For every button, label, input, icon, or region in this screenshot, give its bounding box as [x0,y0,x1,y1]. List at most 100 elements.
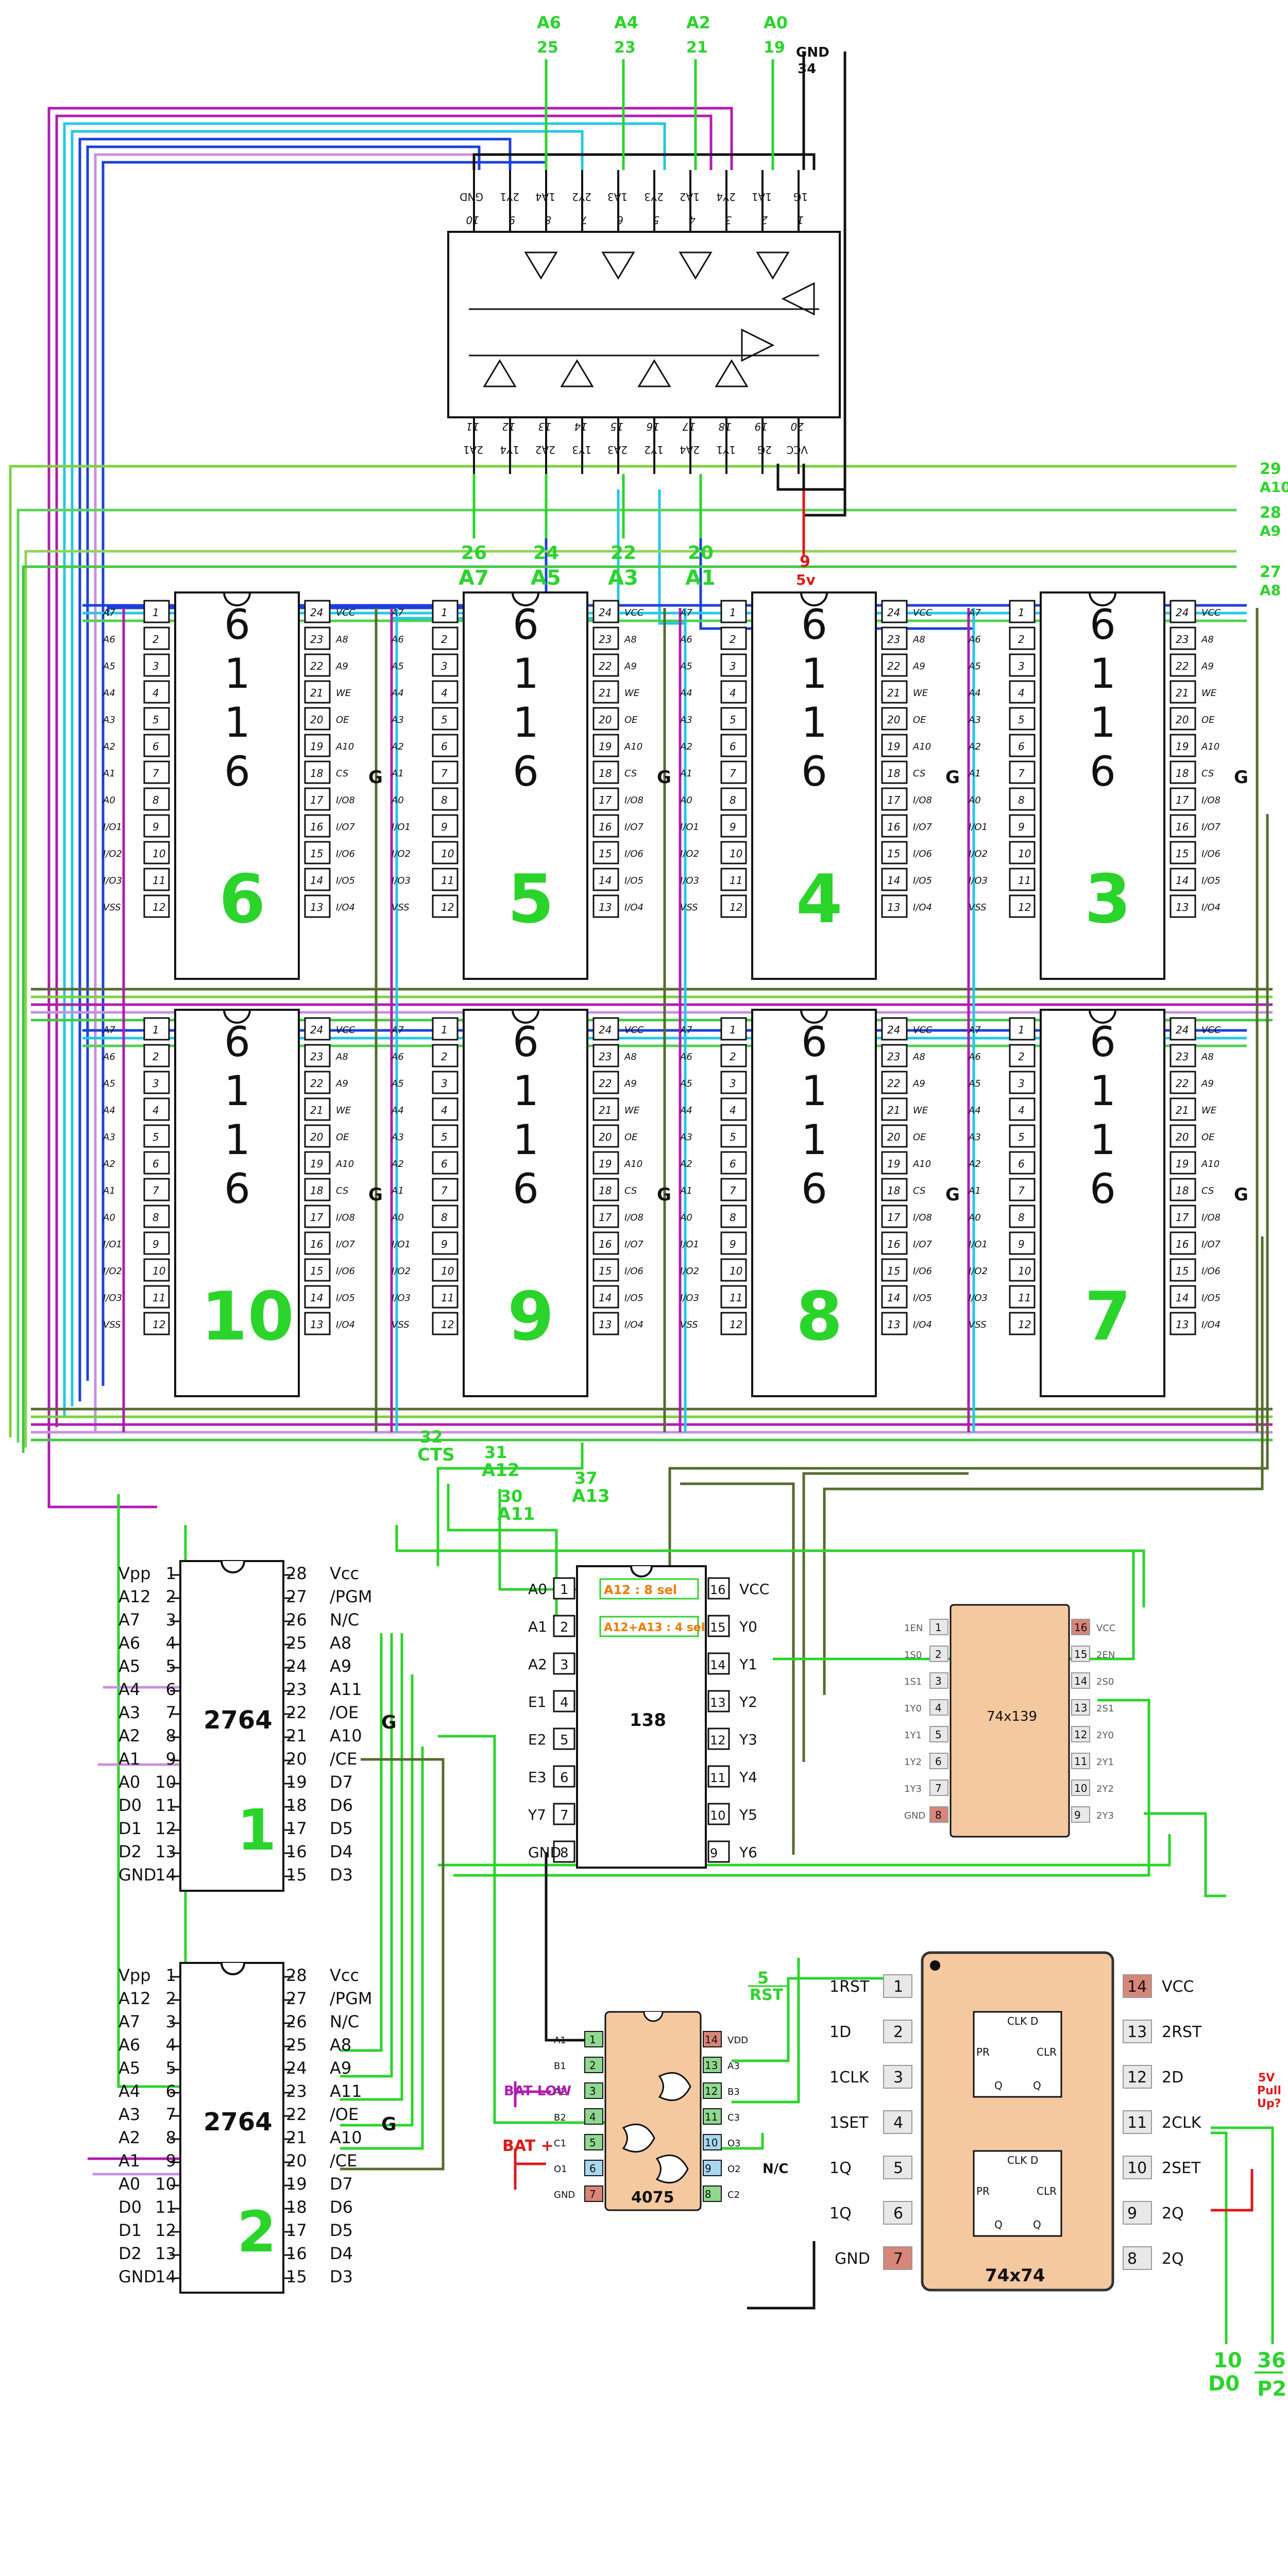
sram-pin-box [432,1258,459,1282]
sram-left-pin-name: I/O3 [680,1293,699,1303]
eprom-left-pin-name: A12 [118,1989,151,2008]
sram-left-pin-name: A1 [968,768,981,779]
eprom-right-pin-name: A11 [330,2081,362,2101]
sram-right-pin-number: 15 [599,848,612,860]
eprom-left-pin-name: Vpp [118,1965,151,1985]
decoder-139-left-pin-name: 1S1 [904,1676,922,1687]
sram-right-pin-number: 15 [310,848,323,860]
sram-left-pin-name: A1 [391,768,404,779]
sram-right-pin-number: 16 [310,1238,323,1250]
sram-right-pin-number: 20 [599,714,612,726]
flip-flop-cell-pr: PR [976,2185,990,2197]
eprom-right-pin-number: 23 [286,1680,307,1699]
sram-oe-g-label: G [368,767,383,788]
or-gate-symbol [658,2072,691,2102]
sram-oe-g-label: G [945,1184,960,1205]
sram-left-pin-number: 12 [1018,901,1031,913]
sram-right-pin-number: 20 [1176,714,1189,726]
sram-pin-box [143,653,170,677]
sram-pin-box [432,814,459,838]
eprom-part-number: 2764 [204,1706,273,1735]
pull-up-label: Pull [1257,2084,1281,2097]
eprom-left-pin-number: 2 [166,1587,176,1606]
sram-chip-index: 8 [796,1277,842,1355]
sram-pin-box [1009,1017,1036,1041]
eprom-right-pin-number: 22 [286,2105,307,2124]
buffer-top-pin-name: 2Y3 [644,191,664,203]
flip-flop-pin-box [1123,2110,1152,2134]
decoder-138-pin-box [707,1765,730,1788]
sram-pin-box [592,653,619,677]
or-4075-left-pin-number: 3 [589,2085,596,2097]
sram-left-pin-number: 11 [441,1292,454,1304]
sram-pin-box [1009,1151,1036,1175]
buffer-bottom-pin-name: 1Y3 [572,444,591,456]
sram-pin-box [592,1044,619,1067]
right-label-number: 29 [1260,460,1281,478]
sram-pin-box [1170,1231,1196,1255]
decoder-138-right-pin-number: 14 [710,1658,726,1672]
eprom-left-pin-name: D0 [118,1795,142,1815]
sram-right-pin-number: 21 [310,687,323,699]
sram-left-pin-number: 8 [441,1211,448,1224]
sram-pin-box [432,841,459,865]
sram-left-pin-name: I/O1 [103,1239,122,1250]
buffer-bottom-pin-name: 2G [757,444,772,456]
or-4075-right-pin-number: 14 [705,2033,718,2046]
right-label-pin: A10 [1260,479,1288,496]
sram-pin-box [720,814,747,838]
sram-right-pin-name: I/O5 [336,1293,355,1303]
decoder-138-right-pin-number: 11 [710,1771,726,1785]
eprom-left-pin-number: 7 [166,1703,176,1722]
eprom-left-pin-number: 13 [155,1842,176,1861]
sram-right-pin-name: CS [913,768,925,779]
sram-right-pin-number: 24 [887,606,900,619]
eprom-right-pin-number: 17 [286,1819,307,1838]
sram-pin-box [881,1151,908,1175]
flip-flop-pin-box [883,2201,912,2225]
sram-right-pin-name: WE [624,1105,640,1116]
eprom-right-pin-number: 27 [286,1989,307,2008]
sram-pin-box [304,653,331,677]
eprom-left-pin-number: 11 [155,2197,176,2217]
sram-right-pin-number: 21 [887,687,900,699]
sram-right-pin-number: 13 [887,1318,900,1331]
sram-left-pin-name: A6 [103,634,115,645]
sram-pin-box [720,1312,747,1335]
flip-flop-title: 74x74 [985,2265,1045,2286]
sram-left-pin-number: 9 [1018,821,1025,833]
sram-pin-box [720,1231,747,1255]
sram-left-pin-number: 6 [1018,740,1025,753]
or-4075-pin-box [703,2108,722,2125]
sram-left-pin-number: 11 [730,874,742,887]
eprom-left-pin-number: 8 [166,2128,176,2147]
sram-left-pin-name: I/O3 [969,1293,988,1303]
sram-left-pin-number: 12 [1018,1318,1031,1331]
sram-left-pin-number: 5 [1018,1131,1025,1143]
sram-right-pin-name: I/O4 [336,1319,355,1330]
sram-right-pin-number: 24 [599,606,612,619]
sram-pin-box [143,1231,170,1255]
sram-right-pin-number: 16 [599,1238,612,1250]
sram-pin-box [143,600,170,623]
sram-right-pin-name: I/O4 [913,1319,932,1330]
or-4075-right-pin-number: 10 [705,2137,718,2149]
sram-left-pin-number: 10 [441,1265,454,1277]
sram-left-pin-name: VSS [680,1319,698,1330]
sram-left-pin-number: 7 [730,1184,736,1197]
sram-right-pin-name: A9 [1201,1078,1214,1089]
output-d0-label: D0 [1208,2372,1240,2396]
buffer-bottom-pin-name: 2A2 [535,444,555,456]
sram-pin-box [304,734,331,757]
sram-pin-box [432,1017,459,1041]
sram-part-number-digit: 1 [801,1116,827,1164]
eprom-right-pin-name: Vcc [330,1965,359,1985]
eprom-left-pin-name: Vpp [118,1564,151,1583]
sram-left-pin-number: 7 [1018,767,1025,779]
sram-left-pin-number: 10 [152,1265,165,1277]
sram-right-pin-name: OE [624,1132,638,1143]
sram-right-pin-name: WE [1201,1105,1217,1116]
sram-pin-box [143,1044,170,1067]
decoder-139-right-pin-name: 2Y1 [1096,1757,1114,1768]
